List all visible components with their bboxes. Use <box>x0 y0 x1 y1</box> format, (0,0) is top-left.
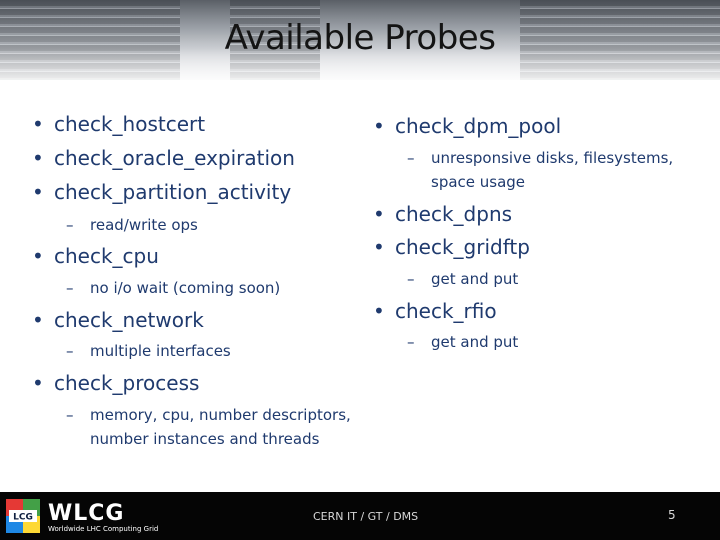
bullet-dot: • <box>32 308 44 332</box>
bullet-item: • check_cpu <box>32 244 159 268</box>
bullet-label: check_rfio <box>395 299 497 323</box>
header-fade <box>0 0 720 80</box>
bullet-dot: • <box>32 371 44 395</box>
sub-bullet: –read/write ops <box>66 216 198 234</box>
sub-bullet-continuation: space usage <box>431 173 526 191</box>
sub-label: read/write ops <box>90 216 198 234</box>
sub-dash: – <box>407 149 415 167</box>
bullet-dot: • <box>32 180 44 204</box>
bullet-label: check_oracle_expiration <box>54 146 295 170</box>
bullet-item: • check_network <box>32 308 204 332</box>
sub-dash: – <box>66 406 74 424</box>
bullet-item: • check_oracle_expiration <box>32 146 295 170</box>
bullet-dot: • <box>373 202 385 226</box>
footer-bar <box>0 492 720 540</box>
sub-label: memory, cpu, number descriptors, <box>90 406 351 424</box>
sub-bullet: –get and put <box>407 270 518 288</box>
sub-dash: – <box>66 216 74 234</box>
wlcg-logo: LCG WLCG Worldwide LHC Computing Grid <box>6 499 158 533</box>
bullet-item: • check_rfio <box>373 299 497 323</box>
bullet-item: • check_dpm_pool <box>373 114 561 138</box>
bullet-item: • check_gridftp <box>373 235 530 259</box>
sub-bullet: –no i/o wait (coming soon) <box>66 279 280 297</box>
sub-dash: – <box>407 270 415 288</box>
logo-badge-text: LCG <box>13 513 33 523</box>
bullet-item: • check_hostcert <box>32 112 205 136</box>
sub-dash: – <box>407 333 415 351</box>
logo-badge-label-bg <box>9 510 37 522</box>
bullet-dot: • <box>373 235 385 259</box>
sub-bullet: –multiple interfaces <box>66 342 231 360</box>
sub-bullet: –memory, cpu, number descriptors, <box>66 406 351 424</box>
sub-label: multiple interfaces <box>90 342 231 360</box>
sub-label: get and put <box>431 270 519 288</box>
sub-dash: – <box>66 342 74 360</box>
page-number: 5 <box>668 508 676 522</box>
sub-bullet-continuation: number instances and threads <box>90 430 320 448</box>
sub-label: get and put <box>431 333 519 351</box>
sub-bullet: –get and put <box>407 333 518 351</box>
bullet-dot: • <box>32 244 44 268</box>
bullet-label: check_cpu <box>54 244 159 268</box>
sub-bullet: –unresponsive disks, filesystems, <box>407 149 673 167</box>
bullet-label: check_process <box>54 371 200 395</box>
sub-label: no i/o wait (coming soon) <box>90 279 281 297</box>
bullet-dot: • <box>32 112 44 136</box>
bullet-dot: • <box>373 114 385 138</box>
bullet-dot: • <box>373 299 385 323</box>
slide-title: Available Probes <box>224 18 496 58</box>
logo-subtext: Worldwide LHC Computing Grid <box>48 525 158 533</box>
sub-label: unresponsive disks, filesystems, <box>431 149 674 167</box>
bullet-label: check_partition_activity <box>54 180 292 204</box>
sub-dash: – <box>66 279 74 297</box>
bullet-label: check_dpm_pool <box>395 114 562 138</box>
bullet-item: • check_dpns <box>373 202 512 226</box>
bullet-label: check_dpns <box>395 202 513 226</box>
bullet-item: • check_process <box>32 371 199 395</box>
bullet-label: check_gridftp <box>395 235 530 259</box>
header-banner <box>0 0 720 80</box>
bullet-dot: • <box>32 146 44 170</box>
footer-center-text: CERN IT / GT / DMS <box>313 510 419 523</box>
bullet-label: check_network <box>54 308 204 332</box>
bullet-label: check_hostcert <box>54 112 206 136</box>
logo-wordmark: WLCG <box>48 501 125 526</box>
bullet-item: • check_partition_activity <box>32 180 291 204</box>
